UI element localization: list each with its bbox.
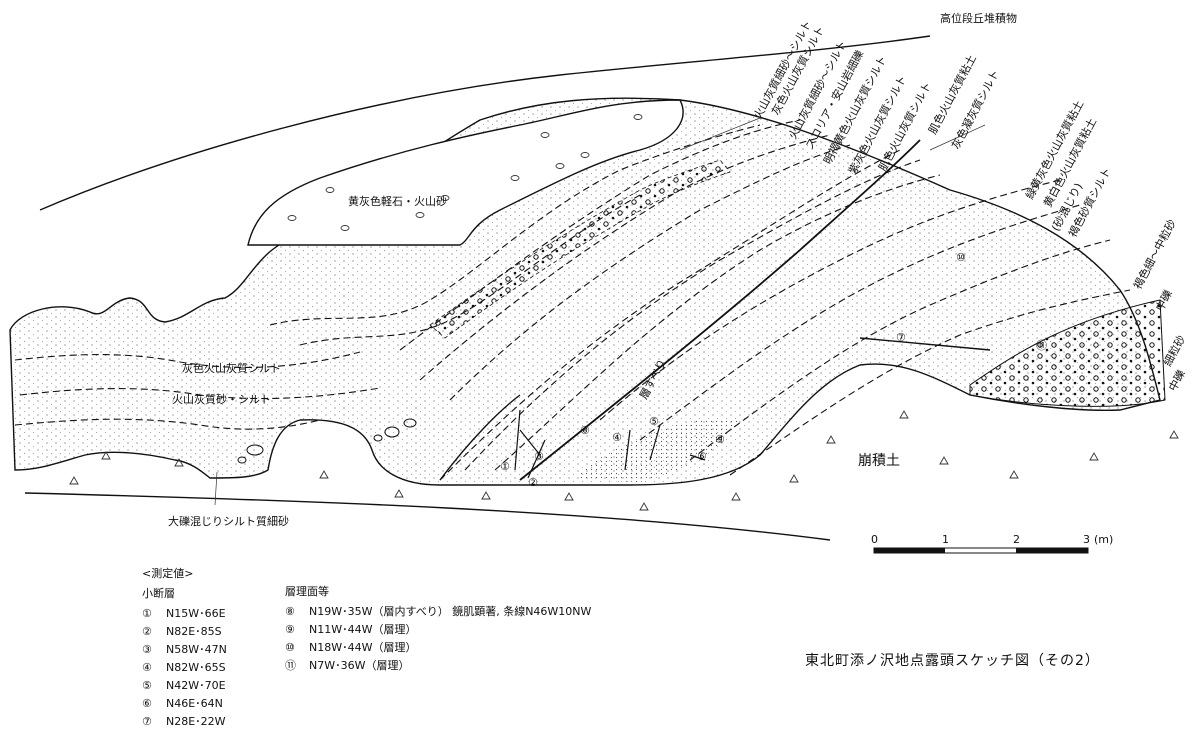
bedding-lines	[14, 119, 1131, 481]
bedding-value: N7W･36W（層理）	[309, 659, 410, 672]
marker-10: ⑩	[956, 251, 966, 264]
scale-tick-0: 0	[871, 533, 878, 546]
ground-line	[24, 492, 831, 541]
header-label: 高位段丘堆積物	[940, 11, 1017, 25]
marker-2: ②	[528, 476, 538, 489]
diag-label-16: 中礫	[1165, 367, 1188, 393]
fault-num: ③	[142, 643, 152, 656]
fault-num: ④	[142, 661, 152, 674]
label-gray-silt: 灰色火山灰質シルト	[182, 361, 281, 375]
scoria-band	[429, 159, 731, 339]
fault-row: ② N82E･85S	[142, 623, 227, 641]
marker-3: ③	[534, 450, 544, 463]
scale-tick-3: 3	[1083, 533, 1090, 546]
fault-value: N82E･85S	[166, 625, 222, 638]
bedding-num: ⑩	[285, 641, 295, 654]
legend-bedding: 層理面等 ⑧ N19W･35W（層内すべり） 鏡肌顕著, 条線N46W10NW ⑨…	[285, 583, 591, 675]
colluvium-triangles	[69, 410, 1179, 511]
bedding-row: ⑩ N18W･44W（層理）	[285, 639, 591, 657]
fault-num: ①	[142, 607, 152, 620]
bedding-num: ⑪	[285, 659, 296, 672]
pumice-lens	[247, 99, 684, 246]
fault-value: N42W･70E	[166, 679, 226, 692]
leader-lines	[214, 117, 986, 506]
marker-1: ①	[500, 460, 510, 473]
marker-8: ⑧	[580, 424, 590, 437]
slip-plane	[519, 139, 921, 481]
label-pumice: 黄灰色軽石・火山砂	[348, 194, 447, 208]
bedding-value: N11W･44W（層理）	[309, 623, 417, 636]
marker-9: ⑨	[715, 433, 725, 446]
fault-value: N82W･65S	[166, 661, 226, 674]
terrace-boundary	[39, 35, 931, 211]
fault-num: ⑤	[142, 679, 152, 692]
bedding-value: N19W･35W（層内すべり） 鏡肌顕著, 条線N46W10NW	[309, 605, 592, 618]
marker-5: ⑤	[649, 415, 659, 428]
scale-tick-1: 1	[942, 533, 949, 546]
sand-patch	[575, 418, 740, 482]
marker-4: ④	[612, 431, 622, 444]
label-boulder-sand: 大礫混じりシルト質細砂	[168, 514, 289, 528]
bedding-value: N18W･44W（層理）	[309, 641, 417, 654]
label-ash-sand-silt: 火山灰質砂・シルト	[172, 392, 271, 406]
scale-unit: (m)	[1094, 533, 1113, 546]
bedding-num: ⑨	[285, 623, 295, 636]
fault-row: ⑥ N46E･64N	[142, 695, 227, 713]
fault-row: ③ N58W･47N	[142, 641, 227, 659]
fault-value: N15W･66E	[166, 607, 226, 620]
scale-tick-2: 2	[1013, 533, 1020, 546]
fault-num: ⑥	[142, 697, 152, 710]
bedding-row: ⑧ N19W･35W（層内すべり） 鏡肌顕著, 条線N46W10NW	[285, 603, 591, 621]
fault-value: N28E･22W	[166, 715, 226, 728]
marker-11: ⑪	[1036, 339, 1047, 352]
fault-value: N46E･64N	[166, 697, 223, 710]
fault-row: ⑦ N28E･22W	[142, 713, 227, 731]
small-faults	[514, 409, 706, 479]
diag-label-15: 細粒砂	[1160, 333, 1188, 369]
gravel-wedge	[969, 299, 1166, 407]
fault-num: ②	[142, 625, 152, 638]
diag-label-13: 褐色細～中粒砂	[1130, 217, 1179, 292]
label-colluvium: 崩積土	[858, 453, 900, 469]
fault-row: ⑤ N42W･70E	[142, 677, 227, 695]
faults-heading: 小断層	[142, 587, 175, 600]
legend-heading: <測定値>	[142, 567, 194, 580]
fault-num: ⑦	[142, 715, 152, 728]
pumice-grains	[287, 114, 643, 231]
marker-6: ⑥	[697, 450, 707, 463]
boulders	[237, 418, 417, 464]
bedding-row: ⑪ N7W･36W（層理）	[285, 657, 591, 675]
bedding-num: ⑧	[285, 605, 295, 618]
fault-row: ① N15W･66E	[142, 605, 227, 623]
fault-row: ④ N82W･65S	[142, 659, 227, 677]
fault-value: N58W･47N	[166, 643, 227, 656]
scale-bar: 0 1 2 3 (m)	[871, 533, 1113, 554]
bedding-heading: 層理面等	[285, 585, 329, 598]
bedding-row: ⑨ N11W･44W（層理）	[285, 621, 591, 639]
marker-7: ⑦	[896, 331, 906, 344]
fault-7	[859, 337, 991, 351]
figure-title: 東北町添ノ沢地点露頭スケッチ図（その2）	[805, 653, 1100, 669]
diag-label-14: 中礫	[1152, 287, 1175, 313]
slip-plane-2	[439, 394, 521, 481]
